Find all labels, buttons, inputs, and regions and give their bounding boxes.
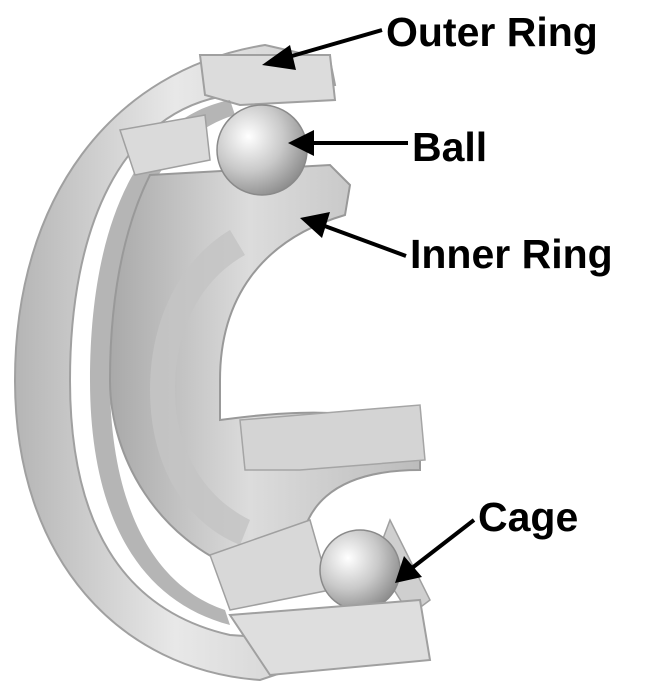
ball-top [217, 105, 307, 195]
ball-label: Ball [412, 127, 487, 168]
cage-label: Cage [478, 497, 578, 538]
outer-ring-label: Outer Ring [386, 12, 598, 53]
inner-ring-label: Inner Ring [410, 234, 613, 275]
ball-bottom [320, 530, 400, 610]
arrow-inner-ring [300, 212, 406, 256]
arrow-cage [395, 520, 474, 583]
